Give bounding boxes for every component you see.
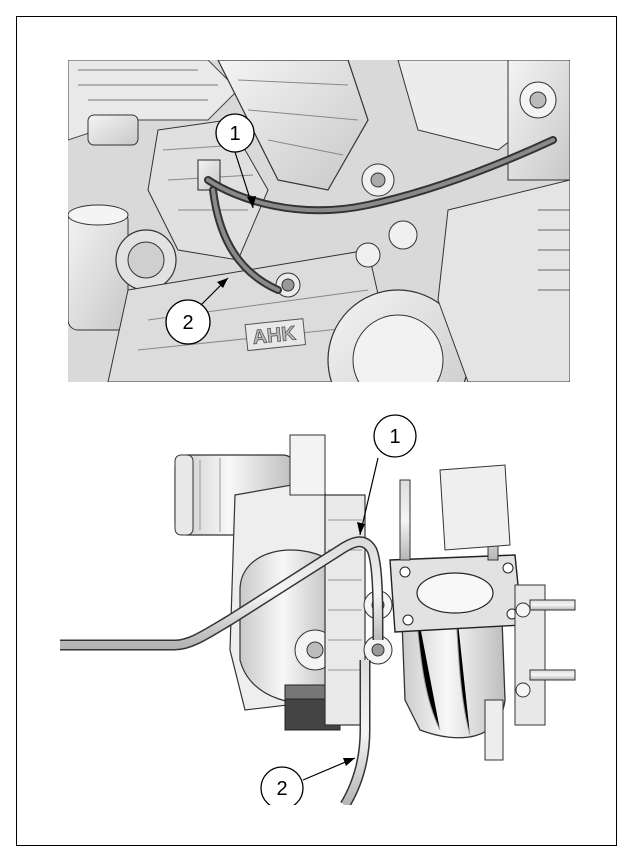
- turbocharger-illustration: 1 2: [60, 400, 585, 805]
- callout-1: 1: [357, 414, 417, 536]
- callout-2-label: 2: [276, 778, 287, 800]
- callout-2: 2: [165, 277, 229, 345]
- turbocharger-drawing: 1 2: [60, 414, 576, 805]
- engine-bay-drawing: AHK 1 2: [68, 60, 570, 382]
- callout-2-label: 2: [182, 312, 193, 334]
- callout-1-label: 1: [229, 123, 240, 145]
- callout-1: 1: [215, 113, 256, 209]
- callout-1-label: 1: [389, 426, 400, 448]
- callout-2: 2: [260, 757, 356, 805]
- engraved-text: AHK: [251, 322, 297, 348]
- engine-bay-illustration: AHK 1 2: [68, 60, 570, 382]
